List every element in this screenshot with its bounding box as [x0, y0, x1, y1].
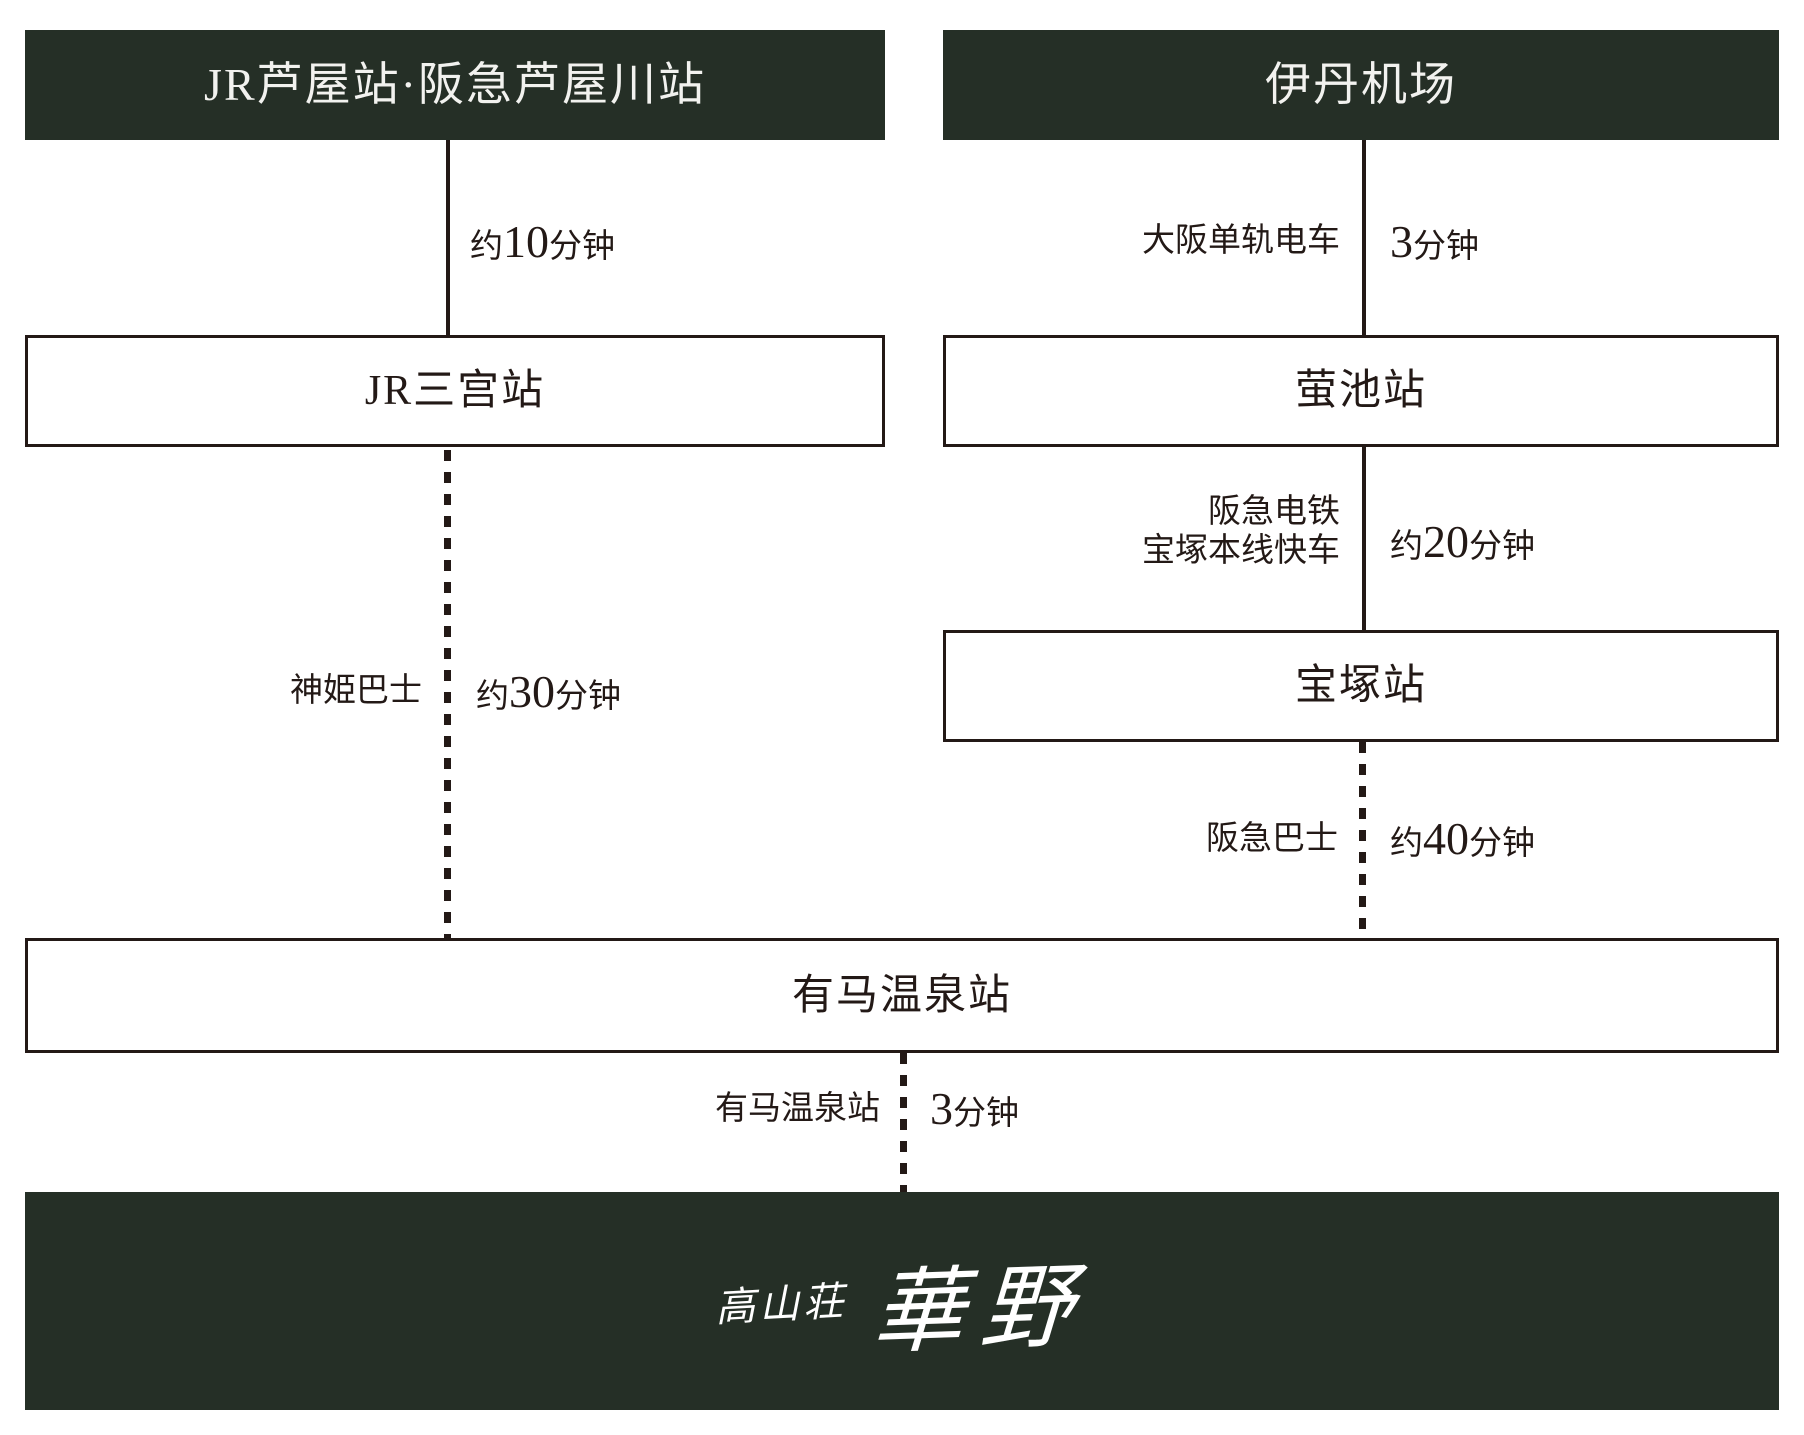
connector-line-hotarugaike-takarazuka: [1362, 447, 1366, 630]
time-suffix: 分钟: [549, 229, 615, 265]
time-number: 30: [509, 666, 555, 717]
connector-line-takarazuka-arima: [1359, 742, 1366, 938]
connector-mode-sannomiya-arima: 神姫巴士: [290, 673, 422, 709]
time-suffix: 分钟: [1469, 529, 1535, 565]
connector-mode-hotarugaike-takarazuka: 阪急电铁 宝塚本线快车: [960, 493, 1340, 571]
time-prefix: 约: [476, 679, 509, 715]
connector-line-sannomiya-arima: [444, 450, 451, 938]
node-jr-sannomiya: JR三宫站: [25, 335, 885, 447]
node-hanano-logo-banner: 高山荘 華野: [25, 1192, 1779, 1410]
node-hotarugaike-label: 萤池站: [1294, 368, 1427, 414]
node-hotarugaike: 萤池站: [943, 335, 1779, 447]
connector-time-takarazuka-arima: 约40分钟: [1390, 812, 1730, 866]
time-prefix: 约: [1390, 529, 1423, 565]
time-suffix: 分钟: [555, 679, 621, 715]
node-itami-airport: 伊丹机场: [943, 30, 1779, 140]
time-number: 3: [930, 1083, 953, 1134]
time-prefix: 约: [470, 229, 503, 265]
node-itami-airport-label: 伊丹机场: [1265, 59, 1457, 110]
connector-time-hotarugaike-takarazuka: 约20分钟: [1390, 515, 1730, 569]
connector-time-ashiya-sannomiya: 约10分钟: [470, 215, 800, 269]
hanano-logo: 高山荘 華野: [714, 1235, 1091, 1368]
node-jr-ashiya: JR芦屋站·阪急芦屋川站: [25, 30, 885, 140]
connector-mode-arima-hanano: 有马温泉站: [715, 1091, 880, 1127]
node-arima-onsen-label: 有马温泉站: [791, 972, 1012, 1019]
time-number: 3: [1390, 216, 1413, 267]
time-number: 20: [1423, 516, 1469, 567]
connector-mode-itami-hotarugaike: 大阪单轨电车: [1142, 223, 1340, 259]
connector-line-ashiya-sannomiya: [446, 140, 450, 335]
connector-mode-takarazuka-arima: 阪急巴士: [1206, 821, 1338, 857]
connector-line-itami-hotarugaike: [1362, 140, 1366, 335]
node-jr-sannomiya-label: JR三宫站: [364, 368, 546, 414]
hanano-logo-name: 華野: [869, 1251, 1092, 1367]
connector-mode-line1: 阪急电铁: [1208, 494, 1340, 530]
time-suffix: 分钟: [953, 1096, 1019, 1132]
hanano-logo-prefix: 高山荘: [714, 1278, 849, 1332]
connector-time-itami-hotarugaike: 3分钟: [1390, 215, 1720, 269]
node-jr-ashiya-label: JR芦屋站·阪急芦屋川站: [204, 59, 706, 110]
node-arima-onsen: 有马温泉站: [25, 938, 1779, 1053]
connector-line-arima-hanano: [900, 1053, 907, 1192]
node-takarazuka: 宝塚站: [943, 630, 1779, 742]
connector-mode-line2: 宝塚本线快车: [1142, 532, 1340, 569]
time-number: 40: [1423, 813, 1469, 864]
time-suffix: 分钟: [1469, 826, 1535, 862]
time-number: 10: [503, 216, 549, 267]
time-prefix: 约: [1390, 826, 1423, 862]
node-takarazuka-label: 宝塚站: [1294, 663, 1427, 709]
connector-time-sannomiya-arima: 约30分钟: [476, 665, 816, 719]
connector-time-arima-hanano: 3分钟: [930, 1082, 1260, 1136]
time-suffix: 分钟: [1413, 229, 1479, 265]
